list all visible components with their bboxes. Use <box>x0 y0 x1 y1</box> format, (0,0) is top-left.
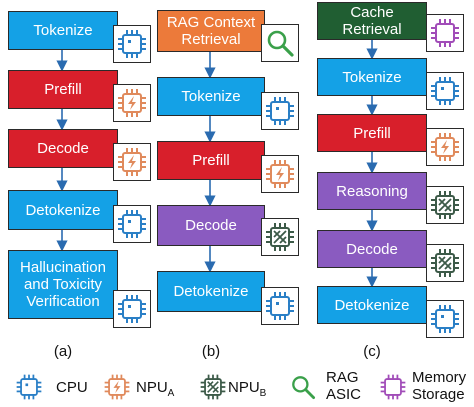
panel-b-step-tokenize: Tokenize <box>157 77 265 116</box>
cpu-icon <box>113 290 151 328</box>
cpu-icon <box>113 25 151 63</box>
legend-rag-asic-label: RAG ASIC <box>326 369 362 403</box>
cpu-icon <box>261 287 299 325</box>
step-label: RAG Context Retrieval <box>166 14 256 48</box>
panel-a-step-verification: Hallucination and Toxicity Verification <box>8 250 118 319</box>
step-label: Decode <box>185 217 237 234</box>
memory-storage-icon <box>378 372 408 402</box>
cpu-icon <box>14 372 44 402</box>
npu-b-icon <box>426 186 464 224</box>
panel-c-step-decode: Decode <box>317 230 427 268</box>
memory-storage-icon <box>426 14 464 52</box>
panel-c-label: (c) <box>363 343 381 360</box>
panel-a-step-prefill: Prefill <box>8 70 118 109</box>
step-label: Decode <box>346 240 398 258</box>
npu-a-icon <box>113 84 151 122</box>
npu-a-icon <box>426 128 464 166</box>
legend-npu-a-base: NPU <box>136 379 168 396</box>
rag-asic-icon <box>261 24 299 62</box>
step-label: Tokenize <box>181 88 241 105</box>
legend-npu-b-sub: B <box>259 388 267 399</box>
panel-b-step-prefill: Prefill <box>157 141 265 180</box>
step-label: Decode <box>37 140 89 157</box>
panel-a-step-detokenize: Detokenize <box>8 190 118 230</box>
panel-a-step-tokenize: Tokenize <box>8 11 118 50</box>
panel-a-label: (a) <box>53 343 73 360</box>
cpu-icon <box>426 300 464 338</box>
legend-npu-a-label: NPUA <box>136 379 174 402</box>
cpu-icon <box>261 92 299 130</box>
panel-b-step-detokenize: Detokenize <box>157 271 265 312</box>
panel-c-step-reasoning: Reasoning <box>317 172 427 210</box>
cpu-icon <box>426 72 464 110</box>
step-label: Detokenize <box>334 296 410 314</box>
panel-b-label: (b) <box>201 343 221 360</box>
panel-a-step-decode: Decode <box>8 129 118 168</box>
step-label: Prefill <box>353 124 391 142</box>
step-label: Detokenize <box>173 283 249 300</box>
step-label: Reasoning <box>336 182 408 200</box>
npu-b-icon <box>426 244 464 282</box>
npu-b-icon <box>198 372 228 402</box>
step-label: Tokenize <box>342 68 402 86</box>
legend-memory-storage-label: Memory Storage <box>412 369 467 403</box>
cpu-icon <box>113 205 151 243</box>
step-label: Prefill <box>192 152 230 169</box>
panel-c-step-tokenize: Tokenize <box>317 58 427 96</box>
npu-a-icon <box>102 372 132 402</box>
panel-c-step-cache-retrieval: Cache Retrieval <box>317 2 427 40</box>
step-label: Prefill <box>44 81 82 98</box>
step-label: Tokenize <box>33 22 93 39</box>
panel-c-step-prefill: Prefill <box>317 114 427 152</box>
panel-c-step-detokenize: Detokenize <box>317 286 427 324</box>
legend-npu-b-label: NPUB <box>228 379 266 402</box>
npu-b-icon <box>261 218 299 256</box>
rag-asic-icon <box>288 372 318 402</box>
legend-npu-b-base: NPU <box>228 379 260 396</box>
step-label: Cache Retrieval <box>342 4 402 38</box>
step-label: Detokenize <box>25 201 101 219</box>
panel-b-step-rag-retrieval: RAG Context Retrieval <box>157 10 265 52</box>
step-label: Hallucination and Toxicity Verification <box>20 259 106 310</box>
legend-cpu-label: CPU <box>56 379 88 396</box>
legend-npu-a-sub: A <box>167 388 175 399</box>
panel-b-step-decode: Decode <box>157 205 265 246</box>
npu-a-icon <box>261 155 299 193</box>
npu-a-icon <box>113 143 151 181</box>
